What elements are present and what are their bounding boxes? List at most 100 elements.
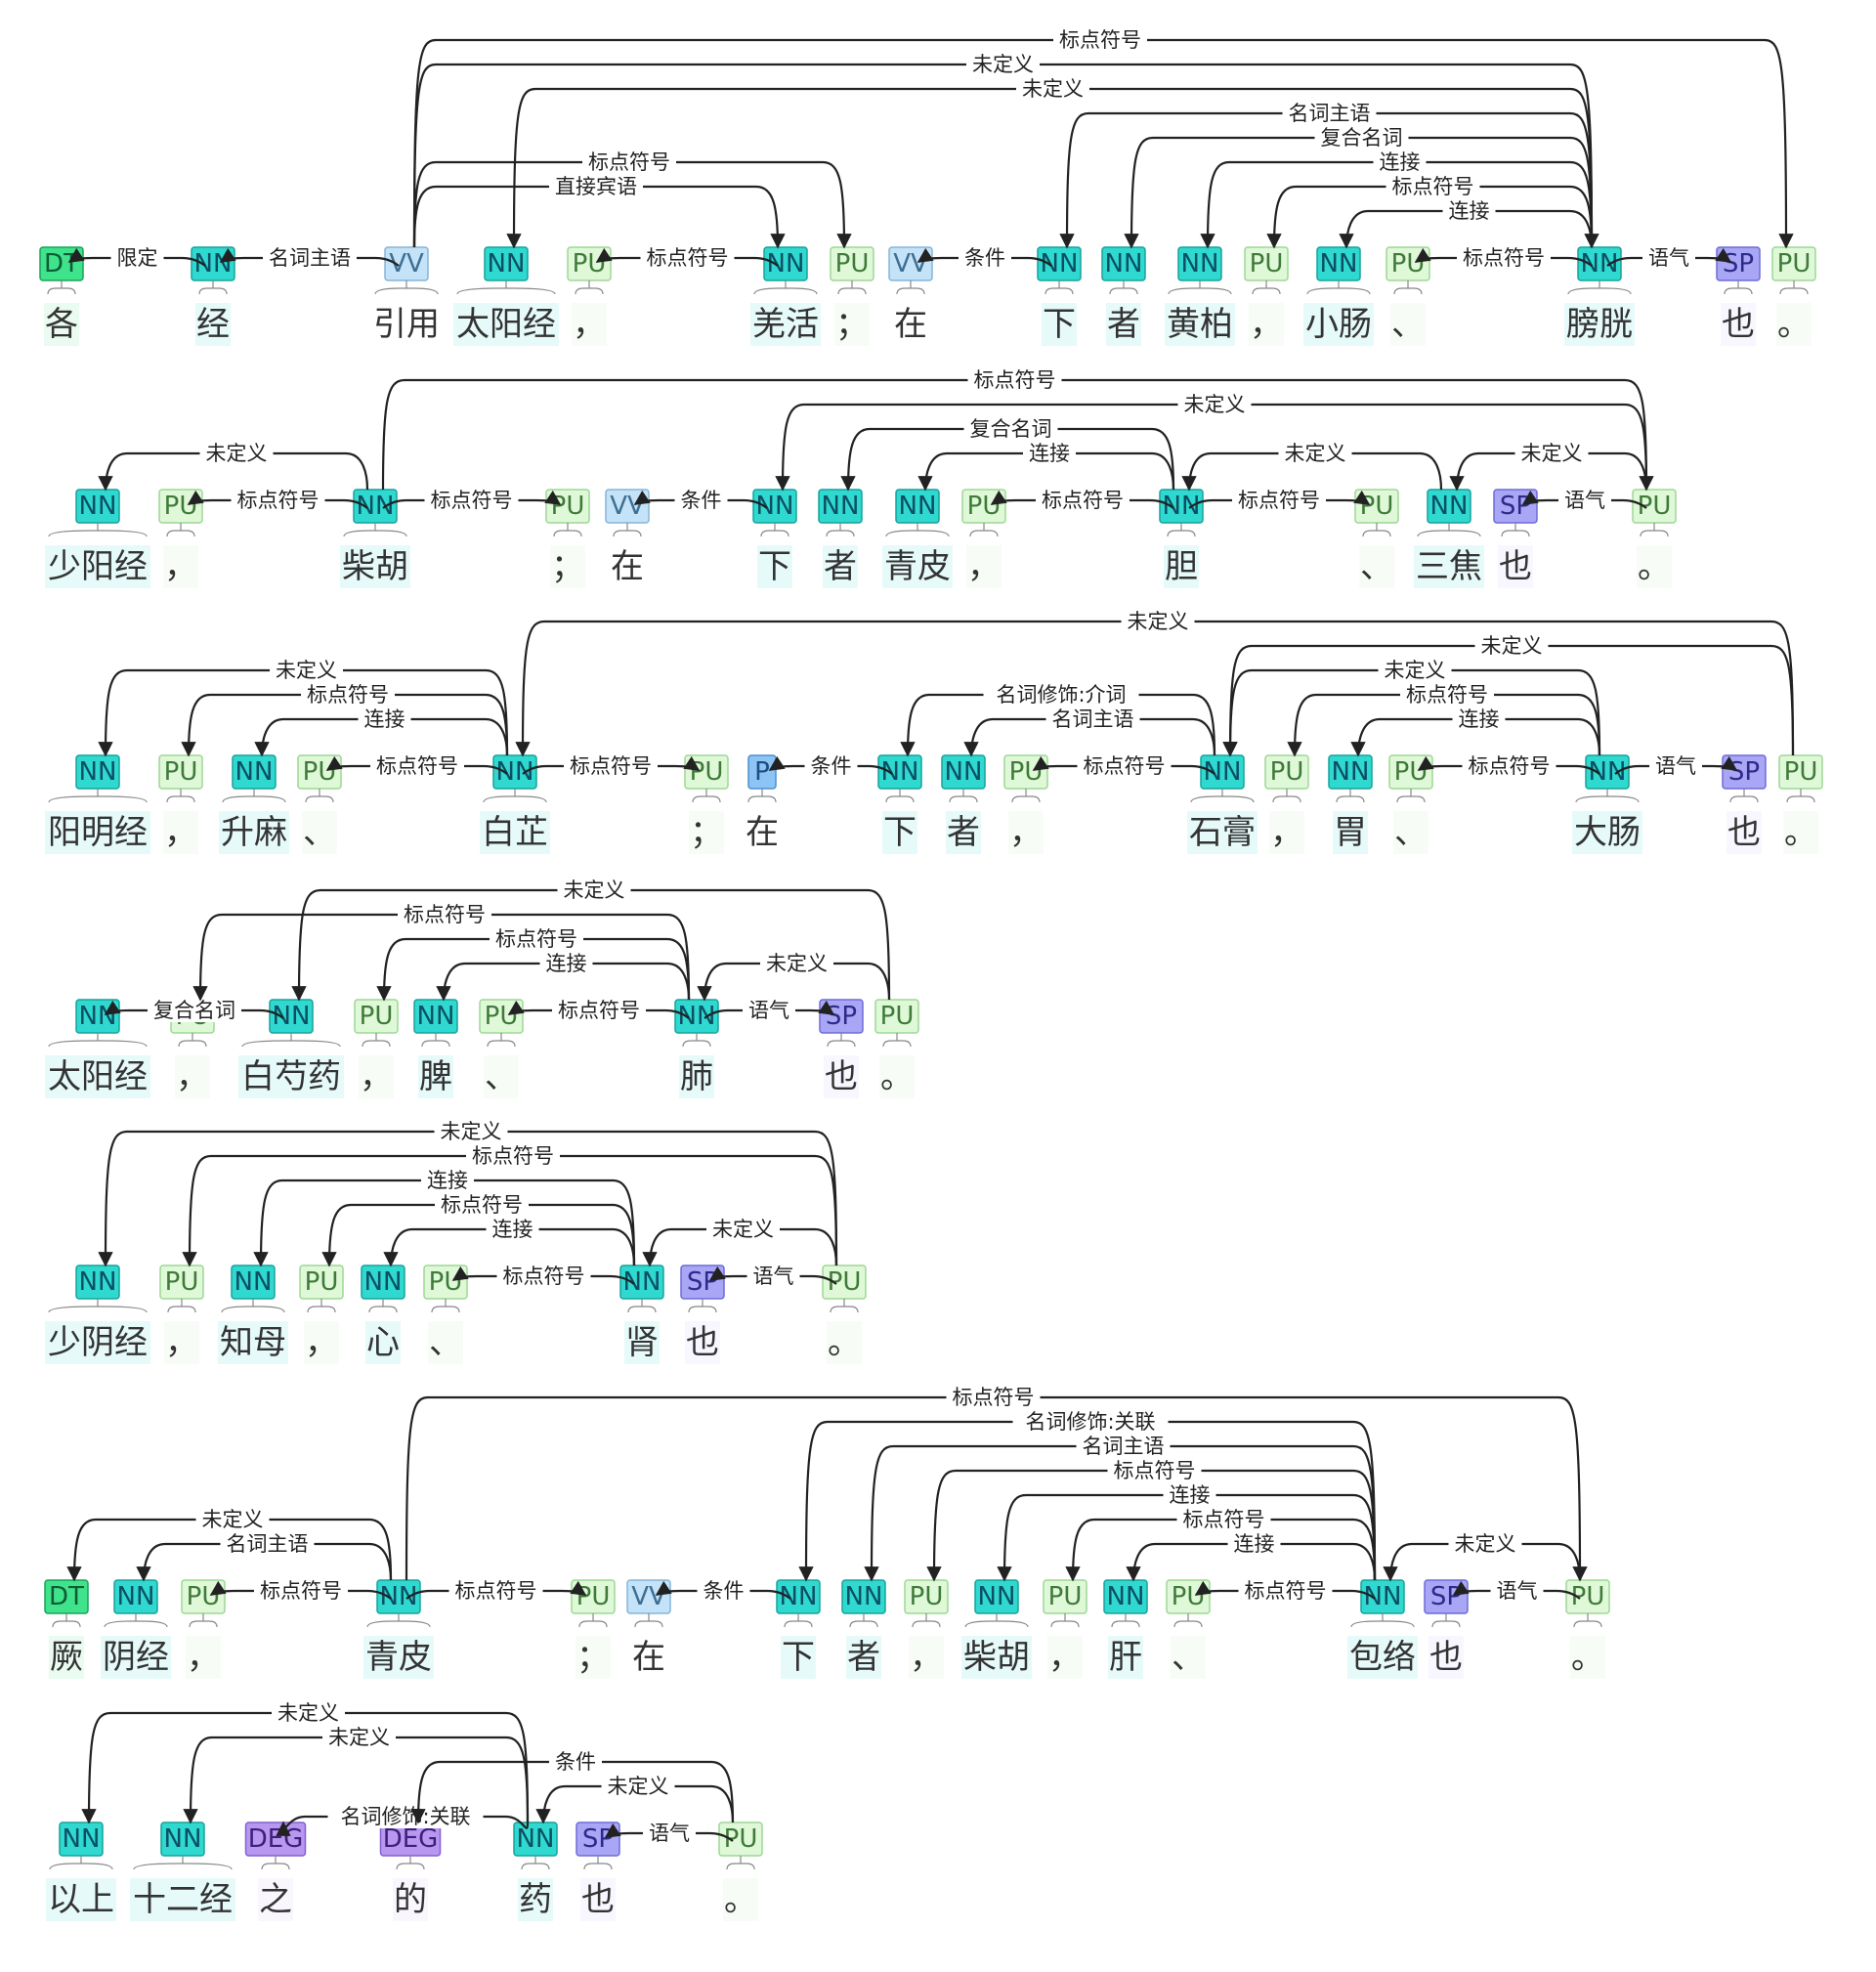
- dependency-arc[interactable]: 标点符号: [507, 999, 690, 1022]
- token[interactable]: SP也: [1722, 754, 1767, 854]
- token[interactable]: NN肾: [619, 1265, 664, 1364]
- token[interactable]: PU，: [354, 999, 399, 1098]
- token[interactable]: PU、: [297, 754, 342, 854]
- dependency-arc[interactable]: 未定义: [66, 1508, 393, 1582]
- token[interactable]: PU，: [1264, 754, 1309, 854]
- dependency-arc[interactable]: 标点符号: [325, 754, 508, 778]
- token[interactable]: PU，: [961, 489, 1006, 588]
- dependency-arc[interactable]: 语气: [704, 999, 835, 1022]
- dependency-arc[interactable]: 名词修饰:关联: [798, 1410, 1377, 1582]
- dependency-arc[interactable]: 复合名词: [104, 999, 284, 1022]
- dependency-arc[interactable]: 未定义: [1383, 1532, 1582, 1582]
- dependency-arc[interactable]: 名词主语: [219, 246, 400, 270]
- dependency-arc[interactable]: 语气: [708, 1265, 837, 1288]
- token[interactable]: PU、: [423, 1265, 468, 1364]
- token[interactable]: NN脾: [413, 999, 458, 1098]
- dependency-arc[interactable]: 连接: [383, 1218, 636, 1267]
- token[interactable]: PU，: [904, 1579, 949, 1679]
- token[interactable]: PU，: [1043, 1579, 1087, 1679]
- token[interactable]: VV在: [888, 246, 933, 346]
- dependency-arc[interactable]: 未定义: [697, 952, 891, 1002]
- token[interactable]: NN下: [877, 754, 922, 854]
- dependency-arc[interactable]: 条件: [768, 754, 893, 778]
- dependency-arc[interactable]: 未定义: [642, 1218, 838, 1267]
- dependency-arc[interactable]: 条件: [655, 1579, 791, 1603]
- token[interactable]: VV在: [626, 1579, 671, 1679]
- dependency-arc[interactable]: 标点符号: [1417, 754, 1600, 778]
- dependency-arc[interactable]: 语气: [604, 1822, 734, 1845]
- dependency-arc[interactable]: 标点符号: [1414, 246, 1593, 270]
- dependency-arc[interactable]: 标点符号: [405, 1386, 1588, 1582]
- token[interactable]: PU。: [822, 1265, 867, 1364]
- dependency-arc[interactable]: 连接: [1200, 150, 1594, 249]
- token[interactable]: NN者: [941, 754, 986, 854]
- dependency-arc[interactable]: 语气: [1606, 246, 1732, 270]
- dependency-arc[interactable]: 连接: [436, 952, 691, 1002]
- token[interactable]: NN肝: [1103, 1579, 1148, 1679]
- dependency-arc[interactable]: 标点符号: [1188, 489, 1371, 512]
- token[interactable]: SP也: [1716, 246, 1761, 346]
- token[interactable]: PU、: [479, 999, 524, 1098]
- dependency-arc[interactable]: 标点符号: [451, 1265, 635, 1288]
- dependency-arc[interactable]: 标点符号: [990, 489, 1174, 512]
- token[interactable]: NN胆: [1159, 489, 1204, 588]
- token[interactable]: PU，: [159, 1265, 204, 1364]
- dependency-arc[interactable]: 名词修饰:关联: [276, 1805, 530, 1836]
- dependency-arc[interactable]: 语气: [1452, 1579, 1581, 1603]
- dependency-arc[interactable]: 标点符号: [1194, 1579, 1376, 1603]
- token[interactable]: NN心: [361, 1265, 405, 1364]
- dependency-arc[interactable]: 直接宾语: [412, 175, 786, 249]
- dependency-arc[interactable]: 标点符号: [405, 1579, 587, 1603]
- dependency-arc[interactable]: 条件: [633, 489, 768, 512]
- dependency-arc[interactable]: 未定义: [515, 610, 1795, 757]
- token[interactable]: SP也: [819, 999, 864, 1098]
- dependency-arc[interactable]: 连接: [1339, 199, 1594, 249]
- dependency-arc[interactable]: 未定义: [291, 879, 891, 1002]
- token[interactable]: PU、: [1388, 754, 1433, 854]
- token[interactable]: PU；: [545, 489, 590, 588]
- dependency-arc[interactable]: 标点符号: [1065, 1508, 1377, 1582]
- token[interactable]: PU；: [684, 754, 729, 854]
- dependency-arc[interactable]: 连接: [917, 442, 1175, 492]
- token[interactable]: NN者: [841, 1579, 886, 1679]
- token[interactable]: PU，: [299, 1265, 344, 1364]
- token[interactable]: PU；: [830, 246, 874, 346]
- dependency-arc[interactable]: 名词修饰:介词: [900, 683, 1216, 757]
- dependency-arc[interactable]: 复合名词: [840, 417, 1175, 492]
- dependency-arc[interactable]: 连接: [1350, 707, 1601, 757]
- dependency-arc[interactable]: 标点符号: [412, 150, 852, 249]
- dependency-arc[interactable]: 语气: [1521, 489, 1647, 512]
- dependency-arc[interactable]: 连接: [254, 707, 509, 757]
- dependency-arc[interactable]: 标点符号: [522, 754, 701, 778]
- dependency-arc[interactable]: 标点符号: [381, 368, 1654, 492]
- dependency-arc[interactable]: 未定义: [81, 1701, 530, 1824]
- token[interactable]: PU，: [567, 246, 612, 346]
- dependency-arc[interactable]: 标点符号: [412, 28, 1794, 249]
- dependency-arc[interactable]: 标点符号: [182, 1144, 838, 1267]
- token[interactable]: PU；: [571, 1579, 616, 1679]
- token[interactable]: PU、: [1166, 1579, 1211, 1679]
- dependency-arc[interactable]: 未定义: [98, 659, 509, 757]
- dependency-arc[interactable]: 未定义: [1222, 659, 1601, 757]
- dependency-arc[interactable]: 未定义: [1449, 442, 1648, 492]
- dependency-arc[interactable]: 条件: [410, 1750, 735, 1824]
- token[interactable]: PU、: [1386, 246, 1430, 346]
